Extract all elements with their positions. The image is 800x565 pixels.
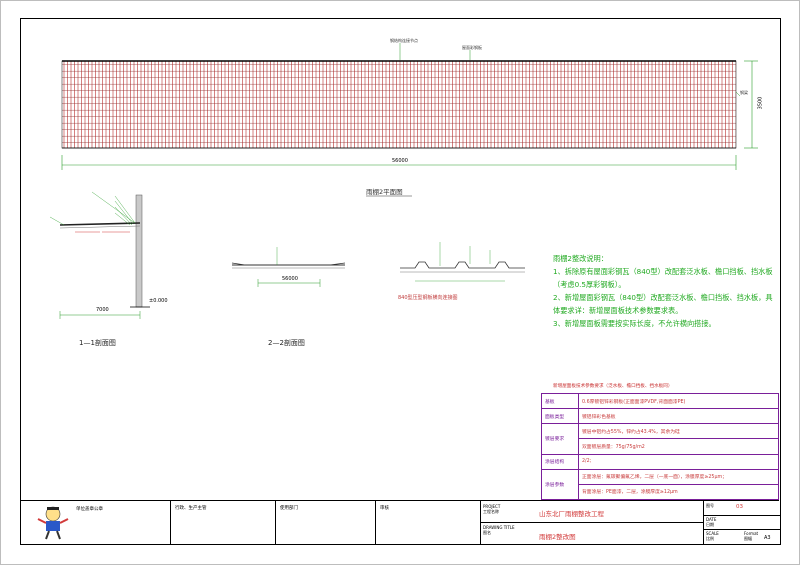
plan-title: 雨棚2平面图: [366, 188, 403, 196]
spec-value: 镀铝锌彩色基板: [578, 408, 779, 425]
notes-item-3: 3、新增屋面板需要按实际长度，不允许横向搭接。: [553, 319, 716, 328]
spec-key: 面板类型: [541, 408, 579, 425]
project-name: 山东北厂雨棚整改工程: [539, 510, 604, 518]
drawing-label: DRAWING TITLE 图名: [483, 525, 515, 535]
detail-title: 840型压型钢板横向连接图: [398, 295, 458, 301]
drawing-frame: [20, 18, 781, 545]
plan-width-dimension: 56000: [392, 158, 408, 164]
notes-heading: 雨棚2整改说明：: [553, 254, 608, 263]
spec-table: 基板 0.6厚镀铝锌彩钢板(正面面漆PVDF,背面面漆PE) 面板类型 镀铝锌彩…: [541, 392, 779, 501]
section-2-2-drawing: [231, 247, 346, 287]
section1-level: ±0.000: [149, 298, 168, 304]
review-label: 审核: [380, 506, 389, 511]
company-cell: 单位盖章公章: [20, 501, 170, 544]
format-value: A3: [764, 535, 771, 541]
table-row: 涂层参数 正面涂层：氟碳聚偏氟乙烯，二层（一底一面），涂膜厚度≥25μm；: [541, 468, 779, 501]
plan-note-1: 钢结构连接节点: [390, 38, 418, 43]
table-row: 面板类型 镀铝锌彩色基板: [541, 408, 779, 425]
rectification-notes: 雨棚2整改说明： 1、拆除原有屋面彩钢瓦（840型）改配套泛水板、檐口挡板、挡水…: [553, 252, 775, 330]
table-row: 镀层要求 镀层中铝约占55%，锌约占43.4%，其余为硅: [541, 423, 779, 455]
section2-dimension: 56000: [282, 276, 298, 282]
date-label: DATE 日期: [706, 517, 717, 527]
plan-note-right: 钢梁: [740, 90, 748, 95]
spec-value: 2/2;: [578, 453, 779, 470]
spec-value: 双面镀层质量：75g/75g/m2: [578, 438, 779, 455]
mascot-logo: [37, 506, 69, 540]
spec-key: 涂层结构: [541, 453, 579, 470]
spec-key: 涂层参数: [541, 468, 579, 501]
section1-dimension: 7000: [96, 307, 109, 313]
section1-title: 1—1剖面图: [79, 339, 116, 347]
drawing-no-label: 图号: [706, 503, 714, 508]
format-label: Format 图幅: [744, 531, 759, 541]
title-block: 单位盖章公章 行政、生产主管 使用部门 审核 PROJECT 工程名称 山东北厂…: [20, 500, 780, 544]
project-label: PROJECT 工程名称: [483, 504, 501, 514]
admin-label: 行政、生产主管: [175, 506, 207, 511]
table-row: 涂层结构 2/2;: [541, 453, 779, 470]
scale-label: SCALE 比例: [706, 531, 719, 541]
plan-view: [61, 43, 758, 197]
user-dept-label: 使用部门: [280, 506, 298, 511]
detail-840-drawing: [400, 242, 525, 282]
plan-note-2: 屋面彩钢板: [462, 45, 482, 50]
spec-value: 镀层中铝约占55%，锌约占43.4%，其余为硅: [578, 423, 779, 440]
notes-item-1: 1、拆除原有屋面彩钢瓦（840型）改配套泛水板、檐口挡板、挡水板（考虑0.5厚彩…: [553, 267, 773, 289]
table-row: 基板 0.6厚镀铝锌彩钢板(正面面漆PVDF,背面面漆PE): [541, 392, 779, 410]
drawing-no-value: 03: [736, 504, 743, 510]
spec-key: 镀层要求: [541, 423, 579, 455]
spec-key: 基板: [541, 392, 579, 410]
admin-cell: 行政、生产主管: [170, 501, 276, 544]
company-label: 单位盖章公章: [76, 507, 103, 512]
plan-height-dimension: 3500: [757, 96, 764, 110]
project-cell: PROJECT 工程名称 山东北厂雨棚整改工程 DRAWING TITLE 图名…: [480, 501, 704, 544]
spec-value: 0.6厚镀铝锌彩钢板(正面面漆PVDF,背面面漆PE): [578, 392, 779, 410]
notes-item-2: 2、新增屋面彩钢瓦（840型）改配套泛水板、檐口挡板、挡水板，具体要求详：新增屋…: [553, 293, 773, 315]
spec-table-title: 新增屋面板技术参数要求（泛水板、檐口挡板、挡水板同）: [553, 384, 673, 389]
table-row: 背面涂层：PE面漆，二层，涂膜厚度≥12μm: [542, 483, 779, 501]
spec-value: 正面涂层：氟碳聚偏氟乙烯，二层（一底一面），涂膜厚度≥25μm；: [578, 468, 779, 485]
user-dept-cell: 使用部门: [275, 501, 376, 544]
spec-value: 背面涂层：PE面漆，二层，涂膜厚度≥12μm: [578, 483, 779, 501]
sheet-info-cell: 图号 03 DATE 日期 SCALE 比例 Format 图幅 A3: [703, 501, 780, 544]
section2-title: 2—2剖面图: [268, 339, 305, 347]
review-cell: 审核: [375, 501, 481, 544]
section-1-1-drawing: [49, 191, 150, 319]
drawing-name: 雨棚2整改图: [539, 533, 576, 541]
